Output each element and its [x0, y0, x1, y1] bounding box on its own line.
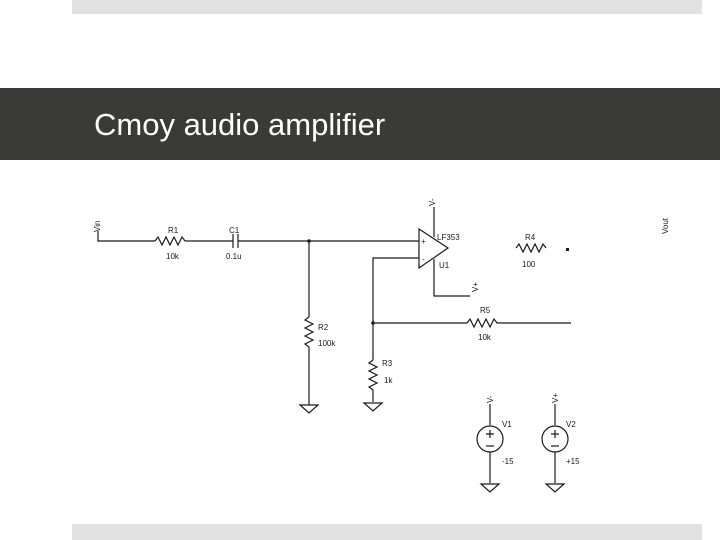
net-label-vminus: V- — [428, 198, 437, 206]
net-label-vplus: V+ — [471, 282, 480, 292]
ground-v2 — [544, 483, 566, 493]
v2-polarity-plus — [551, 430, 559, 438]
label-c1-value: 0.1u — [226, 252, 242, 261]
wire-inverting-input — [372, 257, 419, 323]
top-decor-bar — [72, 0, 702, 14]
voltage-source-v1 — [476, 425, 504, 453]
net-label-v1-neg: V- — [486, 395, 495, 403]
label-r1-value: 10k — [166, 252, 180, 261]
label-v2-value: +15 — [566, 457, 580, 466]
voltage-source-v2 — [541, 425, 569, 453]
opamp-u1 — [418, 227, 450, 270]
label-r3-value: 1k — [384, 376, 393, 385]
label-r3-ref: R3 — [382, 359, 393, 368]
label-r5-value: 10k — [478, 333, 492, 342]
label-r2-value: 100k — [318, 339, 336, 348]
label-v2-ref: V2 — [566, 420, 576, 429]
label-r5-ref: R5 — [480, 306, 491, 315]
label-v1-ref: V1 — [502, 420, 512, 429]
label-c1-ref: C1 — [229, 226, 240, 235]
title-band — [0, 88, 720, 160]
ground-r3 — [362, 402, 384, 412]
opamp-minus-sign: - — [422, 255, 425, 264]
bottom-decor-bar — [72, 524, 702, 540]
resistor-r2 — [303, 316, 315, 405]
slide-title: Cmoy audio amplifier — [94, 107, 386, 142]
label-r4-ref: R4 — [525, 233, 536, 242]
label-r4-value: 100 — [522, 260, 536, 269]
label-v1-value: -15 — [502, 457, 514, 466]
wire-vin-to-r1 — [97, 231, 155, 242]
ground-r2 — [298, 404, 320, 414]
capacitor-c1 — [232, 234, 239, 248]
label-r2-ref: R2 — [318, 323, 329, 332]
stray-point — [566, 248, 569, 251]
label-u1-ref: U1 — [439, 261, 450, 270]
ground-v1 — [479, 483, 501, 493]
net-label-vout: Vout — [661, 217, 670, 234]
net-label-vin: Vin — [93, 221, 102, 232]
label-u1-part: LF353 — [437, 233, 460, 242]
wire-opamp-vplus — [433, 259, 470, 297]
label-r1-ref: R1 — [168, 226, 179, 235]
resistor-r1 — [154, 235, 186, 247]
net-label-v2-pos: V+ — [551, 393, 560, 403]
opamp-plus-sign: + — [421, 237, 426, 246]
v1-polarity-plus — [486, 430, 494, 438]
resistor-r5 — [466, 317, 571, 329]
resistor-r4 — [515, 242, 547, 254]
resistor-r3 — [367, 359, 379, 402]
